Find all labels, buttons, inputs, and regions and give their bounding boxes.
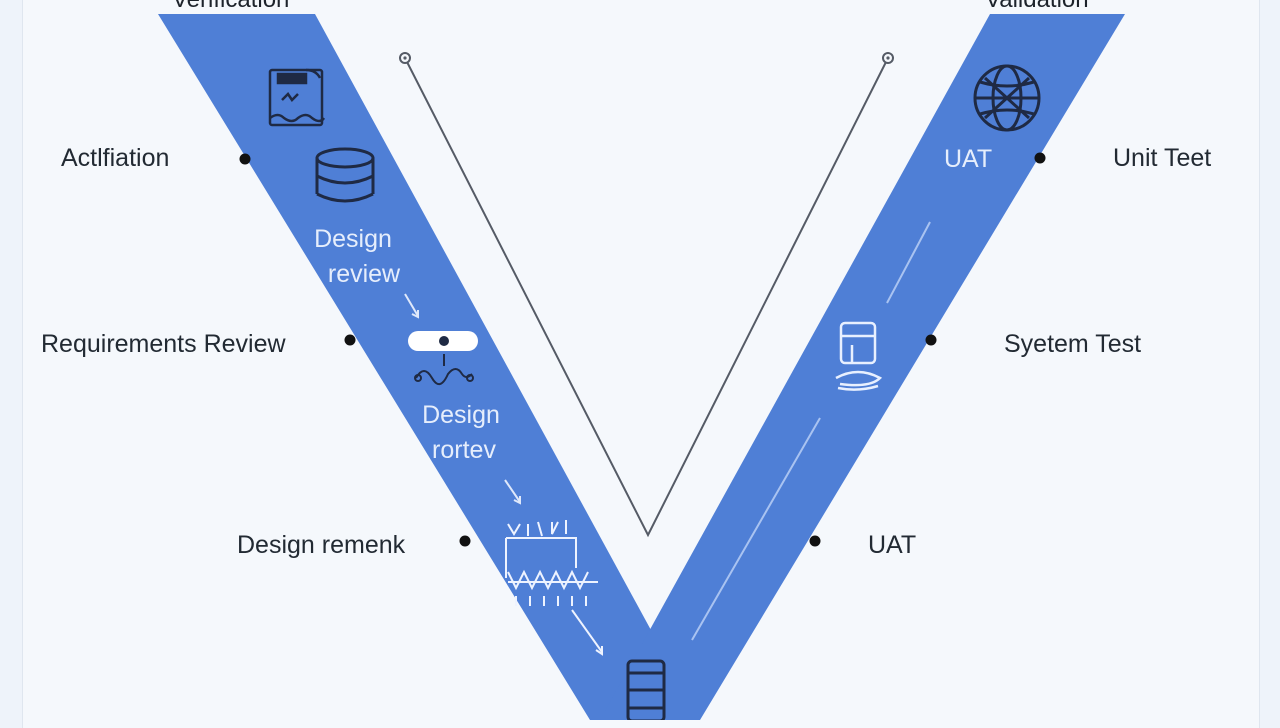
system-test-dot (925, 334, 937, 346)
design-review-2: Design rortev (411, 398, 511, 468)
requirements-review-label: Requirements Review (41, 330, 286, 358)
verification-band (158, 14, 700, 720)
circuit-icon (505, 520, 603, 656)
validation-heading: Validation (985, 0, 1089, 12)
design-remark-dot (459, 535, 471, 547)
system-test-label: Syetem Test (1004, 330, 1142, 358)
design-remark-label: Design remenk (237, 531, 406, 559)
verification-heading: Verification (172, 0, 289, 12)
cylinder-icon (626, 659, 666, 720)
requirements-review-dot (344, 334, 356, 346)
highlight-streak-1 (886, 221, 931, 304)
design-review-1-line2: review (327, 260, 401, 288)
uat-inner-label: UAT (944, 145, 993, 173)
validation-band (600, 14, 1125, 720)
design-review-2-line2: rortev (432, 436, 496, 464)
unit-test-label: Unit Teet (1113, 144, 1212, 172)
design-review-1-line1: Design (314, 225, 392, 253)
globe-icon (973, 64, 1041, 132)
inner-v-right-dot (886, 56, 890, 60)
actification-label: Actlfiation (61, 144, 170, 172)
document-icon (268, 68, 326, 127)
arrow-2 (504, 479, 521, 505)
inner-v-line (404, 57, 889, 538)
design-review-2-line1: Design (422, 401, 500, 429)
uat-dot (809, 535, 821, 547)
uat-label: UAT (868, 531, 917, 559)
server-icon (835, 321, 883, 391)
arrow-1 (404, 293, 419, 319)
design-review-1: Design review (303, 222, 403, 292)
actification-dot (239, 153, 251, 165)
toggle-icon (408, 331, 478, 385)
unit-test-dot (1034, 152, 1046, 164)
inner-v-left-dot (403, 56, 407, 60)
highlight-streak-2 (691, 417, 821, 641)
database-icon (315, 147, 375, 203)
